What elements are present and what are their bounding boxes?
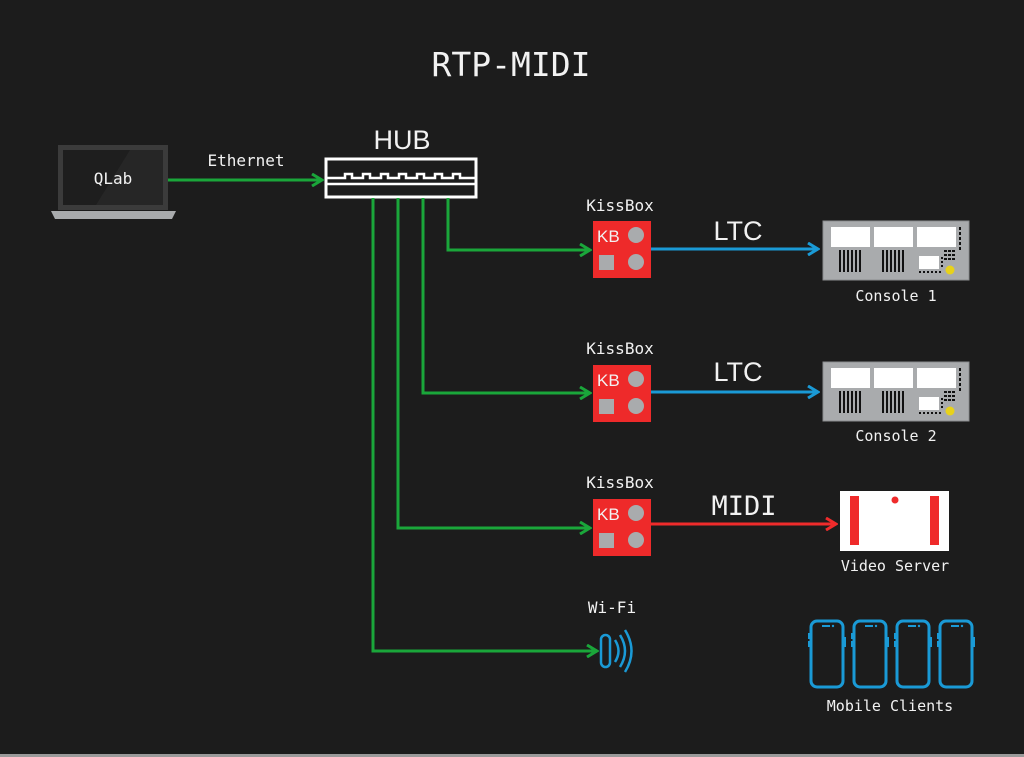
edge-kissbox2-console2: LTC [651,357,818,392]
kissbox-badge: KB [597,505,620,524]
edge-laptop-hub: Ethernet [168,151,322,180]
laptop-icon [51,145,176,219]
console-node-2[interactable]: Console 2 [822,361,970,445]
kissbox-badge: KB [597,227,620,246]
smartphone-icon [849,619,891,689]
wifi-access-point-icon [599,629,633,673]
kissbox-label-1: KissBox [586,196,654,215]
ltc-label-1: LTC [713,216,762,246]
bottom-border [0,754,1024,757]
edge-hub-kissbox1 [446,198,590,250]
lighting-console-icon [822,361,970,422]
wifi-node[interactable]: Wi-Fi [588,598,636,673]
kissbox-node-2[interactable]: KissBox KB [586,339,654,422]
kissbox-badge: KB [597,371,620,390]
kissbox-icon: KB [593,221,651,278]
diagram-title: RTP-MIDI [432,45,591,84]
ethernet-label: Ethernet [207,151,284,170]
mobile-clients-label: Mobile Clients [827,697,953,715]
hub-node[interactable]: HUB [324,125,478,199]
wifi-label: Wi-Fi [588,598,636,617]
edge-kissbox3-video-server: MIDI [651,491,836,524]
edge-hub-wifi [371,198,597,651]
console-node-1[interactable]: Console 1 [822,220,970,305]
console-label-2: Console 2 [855,427,936,445]
network-hub-icon [324,157,478,199]
kissbox-icon: KB [593,499,651,556]
video-server-node[interactable]: Video Server [840,491,949,575]
kissbox-node-3[interactable]: KissBox KB [586,473,654,556]
smartphone-icon [935,619,977,689]
console-label-1: Console 1 [855,287,936,305]
video-server-label: Video Server [841,557,949,575]
edge-hub-kissbox2 [421,198,590,393]
kissbox-node-1[interactable]: KissBox KB [586,196,654,278]
ltc-label-2: LTC [713,357,762,387]
laptop-node[interactable]: QLab [51,145,176,219]
laptop-label: QLab [94,169,133,188]
edge-kissbox1-console1: LTC [651,216,818,249]
lighting-console-icon [822,220,970,281]
mobile-clients-node[interactable]: Mobile Clients [806,619,977,715]
edge-hub-kissbox3 [396,198,590,528]
kissbox-icon: KB [593,365,651,422]
kissbox-label-3: KissBox [586,473,654,492]
midi-label: MIDI [711,491,776,522]
kissbox-label-2: KissBox [586,339,654,358]
hub-label: HUB [373,125,430,155]
video-server-icon [840,491,949,551]
smartphone-icon [892,619,934,689]
smartphone-icon [806,619,848,689]
